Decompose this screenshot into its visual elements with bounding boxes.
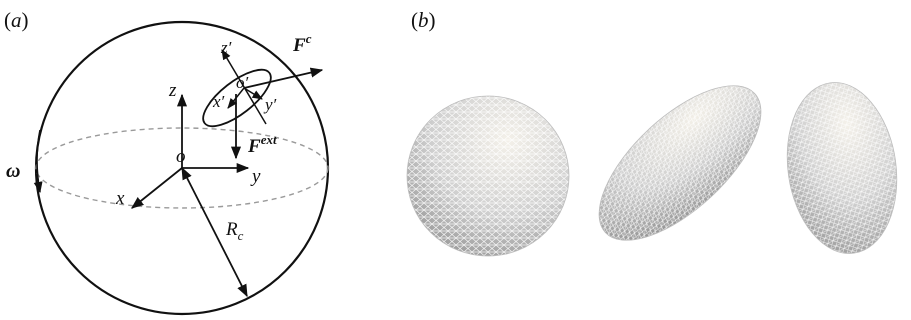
panel-a: (a) ω z o y x Rc z′ o′ x′ y′ Fc Fext: [4, 8, 330, 316]
panel-b-label: (b): [411, 8, 436, 32]
sphere-mesh: [406, 95, 570, 257]
y-prime-label: y′: [263, 95, 277, 114]
y-label: y: [250, 166, 261, 187]
fc-label: Fc: [292, 31, 312, 56]
prolate-ellipsoid-mesh: [574, 59, 786, 267]
o-label: o: [176, 146, 186, 167]
omega-label: ω: [6, 160, 20, 182]
z-label: z: [168, 80, 177, 101]
fext-label: Fext: [247, 132, 277, 157]
rc-label: Rc: [225, 219, 244, 243]
z-prime-label: z′: [220, 38, 232, 57]
equator-dashed: [35, 127, 329, 209]
particle-ellipse: [202, 68, 272, 128]
panel-a-label: (a): [4, 8, 29, 32]
o-prime-label: o′: [236, 73, 249, 92]
x-axis: [131, 167, 183, 209]
z-prime-axis: [221, 49, 267, 125]
oblate-ellipsoid-mesh: [776, 75, 908, 261]
x-label: x: [115, 188, 125, 209]
x-prime-label: x′: [212, 92, 225, 111]
y-prime-axis: [243, 87, 263, 100]
rotation-arrow: [33, 129, 43, 194]
radius-line: [181, 166, 248, 298]
panel-b: (b): [406, 8, 908, 267]
fc-arrow: [243, 67, 324, 89]
